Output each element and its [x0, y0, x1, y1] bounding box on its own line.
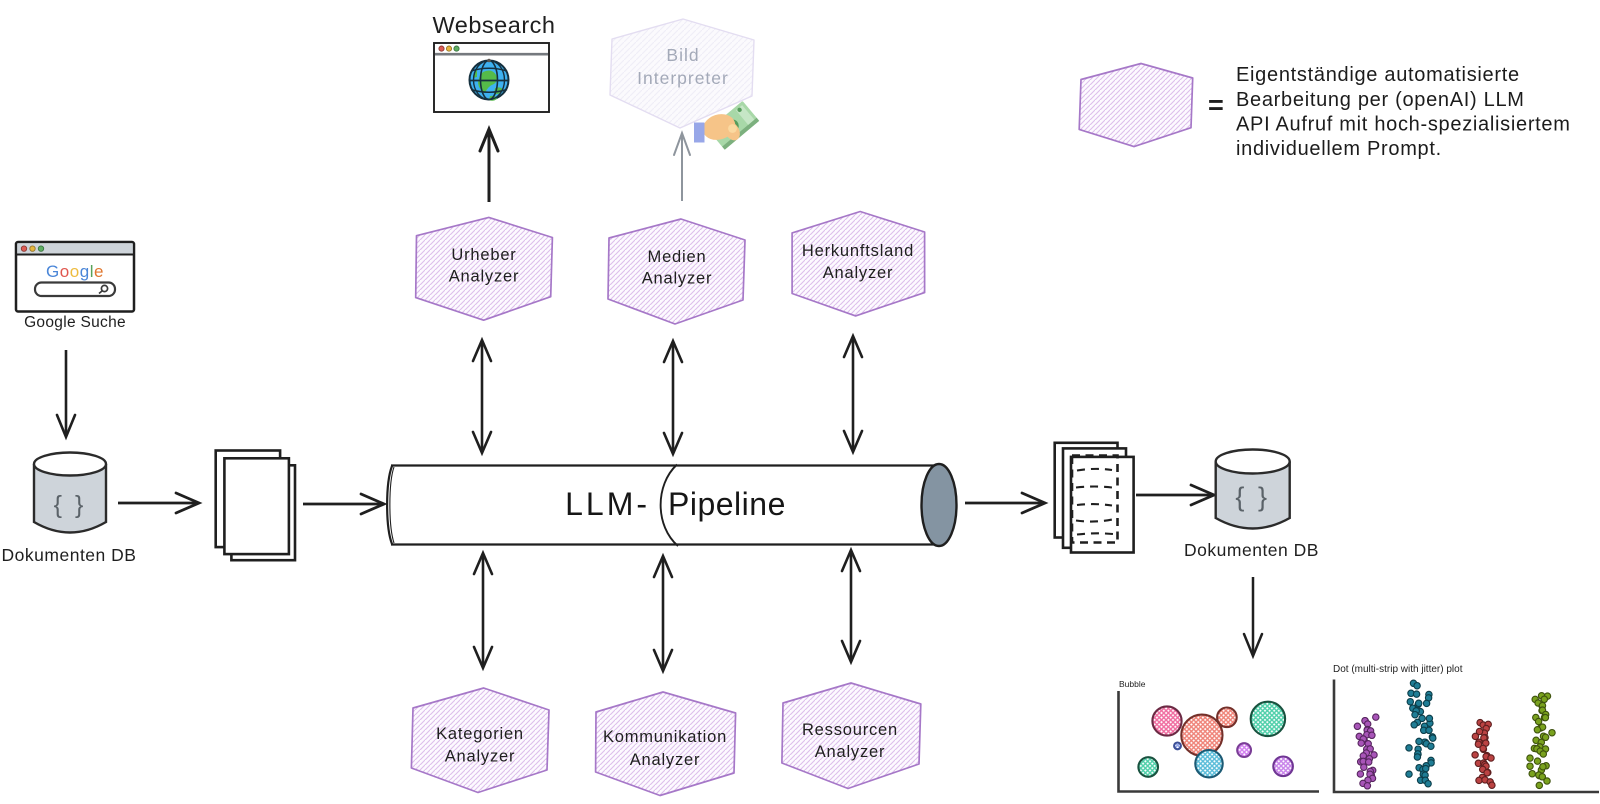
svg-text:Kategorien: Kategorien — [436, 725, 524, 743]
svg-text:individuellem Prompt.: individuellem Prompt. — [1236, 138, 1442, 160]
svg-text:Ressourcen: Ressourcen — [802, 721, 898, 739]
svg-text:Analyzer: Analyzer — [642, 270, 713, 288]
svg-text:Herkunftsland: Herkunftsland — [802, 242, 914, 260]
svg-text:Interpreter: Interpreter — [637, 68, 729, 88]
svg-text:Analyzer: Analyzer — [815, 743, 886, 761]
svg-text:Bubble: Bubble — [1119, 679, 1146, 689]
svg-text:Eigentständige automatisierte: Eigentständige automatisierte — [1236, 64, 1520, 86]
svg-text:Urheber: Urheber — [451, 246, 516, 264]
svg-text:Analyzer: Analyzer — [823, 264, 894, 282]
svg-text:{ }: { } — [54, 491, 87, 519]
svg-text:Websearch: Websearch — [433, 12, 556, 38]
svg-text:Kommunikation: Kommunikation — [603, 728, 727, 746]
svg-text:Analyzer: Analyzer — [445, 748, 516, 766]
svg-text:Medien: Medien — [648, 248, 707, 266]
svg-text:Google: Google — [46, 262, 104, 281]
svg-text:Dokumenten DB: Dokumenten DB — [2, 545, 137, 565]
svg-text:Bearbeitung per (openAI) LLM: Bearbeitung per (openAI) LLM — [1236, 89, 1525, 111]
svg-text:=: = — [1208, 90, 1224, 120]
svg-text:Bild: Bild — [666, 45, 699, 65]
svg-text:Dokumenten DB: Dokumenten DB — [1184, 540, 1319, 560]
svg-text:Dot (multi-strip with jitter): Dot (multi-strip with jitter) plot — [1333, 664, 1463, 675]
svg-text:Pipeline: Pipeline — [668, 486, 786, 522]
svg-text:LLM-: LLM- — [565, 486, 650, 522]
svg-text:Analyzer: Analyzer — [449, 268, 520, 286]
svg-text:Analyzer: Analyzer — [630, 751, 701, 769]
svg-text:{ }: { } — [1235, 482, 1270, 512]
svg-text:Google Suche: Google Suche — [24, 314, 126, 331]
svg-text:API Aufruf mit hoch-spezialisi: API Aufruf mit hoch-spezialisiertem — [1236, 114, 1571, 136]
